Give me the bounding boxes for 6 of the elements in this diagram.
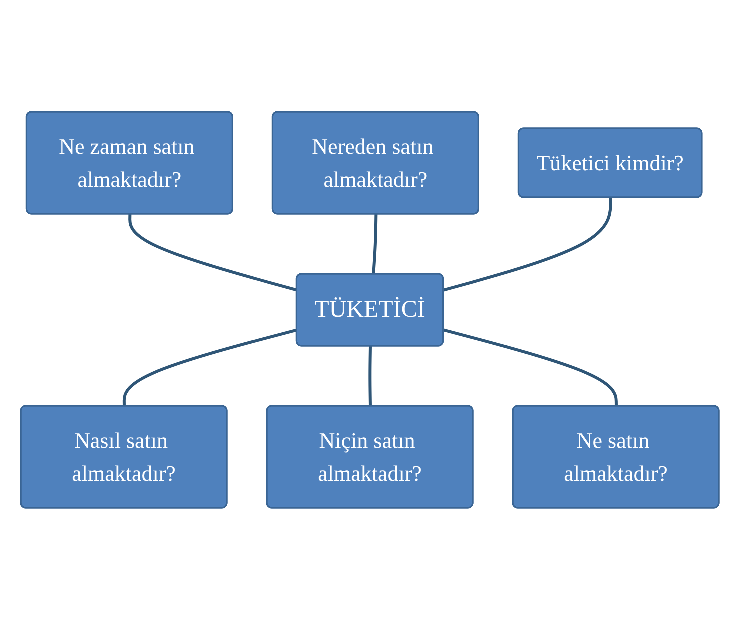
connector (368, 346, 372, 406)
connector (443, 197, 612, 292)
connector (128, 214, 298, 292)
connector (122, 328, 298, 406)
connector (443, 328, 618, 406)
connector (372, 214, 378, 274)
